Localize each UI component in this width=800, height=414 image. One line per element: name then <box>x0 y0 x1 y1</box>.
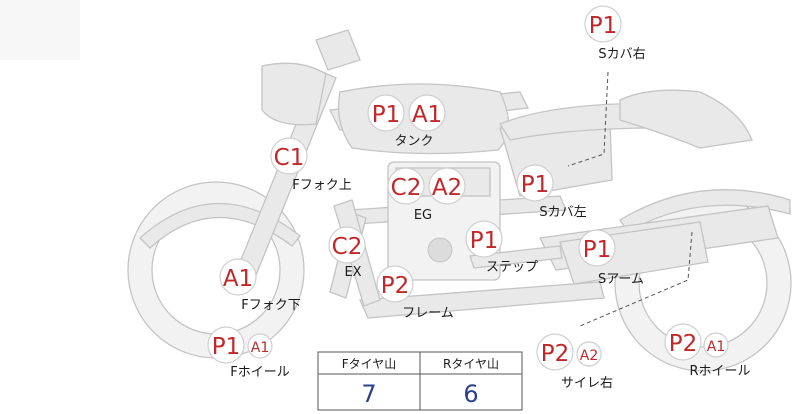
callout-exhaust: C2 EX <box>328 226 366 280</box>
code-badge: P2 <box>669 331 698 357</box>
code-badge: P1 <box>372 102 401 128</box>
code-badge: A1 <box>223 266 253 292</box>
code-badge: P1 <box>583 237 612 263</box>
engine-cover <box>427 237 453 263</box>
rear-tire-header: Rタイヤ山 <box>443 357 499 371</box>
code-bubble <box>219 258 257 296</box>
callout-f-fork-lower: A1 Fフォク下 <box>219 258 301 313</box>
code-badge: P2 <box>381 273 410 299</box>
rear-tire-value: 6 <box>463 380 478 408</box>
callout-swing-arm: P1 Sアーム <box>578 229 644 287</box>
code-badge: P1 <box>470 228 499 254</box>
part-label: EG <box>414 208 432 223</box>
part-label: タンク <box>394 134 433 149</box>
code-bubble <box>584 5 622 43</box>
code-bubble <box>376 265 414 303</box>
callout-frame: P2 フレーム <box>376 265 454 321</box>
code-bubble <box>428 167 466 205</box>
front-tire-header: Fタイヤ山 <box>342 357 397 371</box>
code-badge: P1 <box>521 172 550 198</box>
leader-silencer-right <box>579 231 693 327</box>
callout-step: P1 ステップ <box>465 220 538 275</box>
code-bubble <box>367 94 405 132</box>
headlight <box>261 62 327 126</box>
code-bubble-small <box>247 333 273 359</box>
code-badge: A1 <box>412 102 442 128</box>
part-label: フレーム <box>402 306 454 321</box>
callout-s-cover-left: P1 Sカバ左 <box>516 164 587 220</box>
tire-tread-table: Fタイヤ山 Rタイヤ山 7 6 <box>317 351 523 411</box>
code-badge: P2 <box>541 341 570 367</box>
part-label: Rホイール <box>689 364 750 379</box>
code-bubble <box>408 94 446 132</box>
tail-cowl <box>619 89 753 149</box>
code-bubble-small <box>576 341 602 367</box>
frame-bottom <box>359 281 605 319</box>
part-label: Fフォク上 <box>292 178 351 193</box>
code-badge: C2 <box>391 175 422 201</box>
code-bubble <box>578 229 616 267</box>
code-bubble-small <box>703 332 729 358</box>
code-badge: P1 <box>589 13 618 39</box>
part-label: Sカバ左 <box>539 205 586 220</box>
callout-silencer-right: P2 A2 サイレ右 <box>536 333 613 391</box>
code-badge: P1 <box>212 334 241 360</box>
part-label: Fホイール <box>230 365 289 380</box>
code-badge: C2 <box>332 234 363 260</box>
code-bubble <box>387 167 425 205</box>
code-bubble <box>270 137 308 175</box>
code-badge-small: A1 <box>251 340 269 356</box>
code-bubble <box>465 220 503 258</box>
code-badge-small: A1 <box>707 339 725 355</box>
corner-shade <box>0 0 80 60</box>
leader-s-cover-right <box>567 71 609 167</box>
callout-engine: C2 A2 EG <box>387 167 466 223</box>
callout-tank: P1 A1 タンク <box>367 94 446 149</box>
part-label: EX <box>344 265 361 280</box>
front-tire-value: 7 <box>361 380 376 408</box>
part-label: ステップ <box>486 260 538 275</box>
part-label: サイレ右 <box>561 376 613 391</box>
code-bubble <box>664 323 702 361</box>
code-badge: A2 <box>432 175 462 201</box>
code-bubble <box>207 326 245 364</box>
callout-r-wheel: P2 A1 Rホイール <box>664 323 751 379</box>
rear-fender <box>619 189 791 233</box>
fork-top <box>315 29 361 71</box>
part-label: Sカバ右 <box>598 47 645 62</box>
part-label: Sアーム <box>598 272 644 287</box>
code-bubble <box>536 333 574 371</box>
callout-f-fork-upper: C1 Fフォク上 <box>270 137 352 193</box>
part-label: Fフォク下 <box>241 298 300 313</box>
callout-f-wheel: P1 A1 Fホイール <box>207 326 290 380</box>
step-bracket <box>469 245 563 269</box>
callout-s-cover-right: P1 Sカバ右 <box>584 5 646 62</box>
code-badge: C1 <box>274 145 305 171</box>
code-badge-small: A2 <box>580 348 598 364</box>
code-bubble <box>328 226 366 264</box>
code-bubble <box>516 164 554 202</box>
